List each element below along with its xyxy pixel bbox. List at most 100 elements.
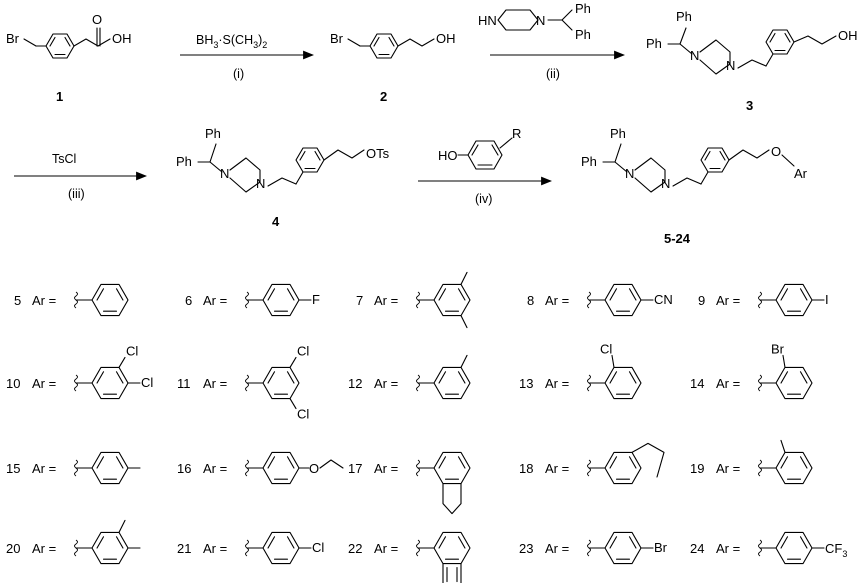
bromine-label-2: Br (330, 31, 344, 46)
ar-equals-label: Ar = (32, 541, 56, 556)
compound-1-number: 1 (56, 89, 63, 104)
entry-number: 5 (14, 293, 21, 308)
reaction-arrow-i: BH3·S(CH3)2 (i) (180, 33, 315, 81)
fluoro-label: F (312, 292, 320, 307)
carbonyl-oxygen-label: O (92, 12, 102, 27)
phenyl-label: Ph (205, 126, 221, 141)
trifluoromethyl-label: CF3 (825, 541, 847, 559)
bromo-label: Br (771, 341, 785, 356)
tosylate-label: OTs (366, 146, 390, 161)
entry-number: 17 (348, 461, 362, 476)
entry-number: 24 (690, 541, 704, 556)
chloro-label: Cl (126, 343, 138, 358)
chloro-label: Cl (141, 375, 153, 390)
nh-label: HN (478, 13, 497, 28)
aryl-entry-24: 24 Ar = CF3 (690, 531, 847, 565)
svg-text:N: N (726, 58, 735, 73)
chloro-label: Cl (297, 407, 309, 422)
ar-equals-label: Ar = (203, 541, 227, 556)
svg-text:N: N (536, 13, 545, 28)
phenyl-label: Ph (575, 1, 591, 16)
entry-number: 13 (519, 376, 533, 391)
entry-number: 12 (348, 376, 362, 391)
r-group-label: R (512, 126, 521, 141)
aryl-entry-13: 13 Ar = Cl (519, 341, 642, 400)
chloro-label: Cl (297, 343, 309, 358)
ar-equals-label: Ar = (545, 461, 569, 476)
phenyl-label: Ph (176, 154, 192, 169)
ar-equals-label: Ar = (545, 376, 569, 391)
ar-equals-label: Ar = (374, 461, 398, 476)
reaction-arrow-iii: TsCl (iii) (14, 152, 148, 201)
compound-1-structure: Br O OH 1 (6, 12, 132, 104)
compound-5-24-number: 5-24 (664, 231, 691, 246)
compound-4-structure: Ph Ph N N OTs 4 (176, 126, 390, 229)
svg-text:N: N (690, 48, 699, 63)
step-iii-label: (iii) (68, 187, 85, 201)
entry-number: 8 (527, 293, 534, 308)
chloro-label: Cl (312, 540, 324, 555)
aryl-entry-12: 12 Ar = (348, 354, 471, 400)
reaction-arrow-iv: HO R (iv) (418, 126, 553, 206)
phenyl-label: Ph (676, 9, 692, 24)
ether-oxygen-label: O (309, 461, 319, 476)
ar-equals-label: Ar = (374, 376, 398, 391)
entry-number: 19 (690, 461, 704, 476)
entry-number: 14 (690, 376, 704, 391)
ar-equals-label: Ar = (32, 293, 56, 308)
svg-text:N: N (625, 166, 634, 181)
aryl-entry-6: 6 Ar = F (185, 283, 320, 317)
aryl-entry-22: 22 Ar = (348, 531, 471, 583)
svg-text:N: N (661, 176, 670, 191)
hydroxyl-label: OH (112, 31, 132, 46)
phenyl-label: Ph (646, 36, 662, 51)
aryl-label: Ar (794, 166, 808, 181)
aryl-entry-8: 8 Ar = CN (527, 283, 673, 317)
ar-equals-label: Ar = (203, 376, 227, 391)
entry-number: 6 (185, 293, 192, 308)
aryl-entry-17: 17 Ar = (348, 451, 471, 515)
entry-number: 15 (6, 461, 20, 476)
entry-number: 7 (356, 293, 363, 308)
compound-3-structure: Ph Ph N N OH 3 (646, 9, 858, 113)
phenyl-label: Ph (581, 154, 597, 169)
entry-number: 9 (698, 293, 705, 308)
ar-equals-label: Ar = (716, 541, 740, 556)
step-i-label: (i) (233, 67, 244, 81)
ar-equals-label: Ar = (32, 461, 56, 476)
hydroxyl-label-2: OH (436, 31, 456, 46)
svg-text:BH3·S(CH3)2: BH3·S(CH3)2 (196, 33, 267, 50)
cyano-label: CN (654, 292, 673, 307)
hydroxyl-label-3: OH (838, 28, 858, 43)
aryl-entry-15: 15 Ar = (6, 451, 141, 485)
ar-equals-label: Ar = (203, 461, 227, 476)
step-ii-label: (ii) (546, 67, 560, 81)
phenol-ho-label: HO (438, 148, 458, 163)
svg-text:N: N (220, 166, 229, 181)
entry-number: 21 (177, 541, 191, 556)
entry-number: 20 (6, 541, 20, 556)
compound-2-number: 2 (380, 89, 387, 104)
ar-equals-label: Ar = (203, 293, 227, 308)
ar-equals-label: Ar = (32, 376, 56, 391)
entry-number: 23 (519, 541, 533, 556)
ar-equals-label: Ar = (545, 541, 569, 556)
chloro-label: Cl (600, 341, 612, 356)
entry-number: 22 (348, 541, 362, 556)
entry-number: 16 (177, 461, 191, 476)
compound-4-number: 4 (272, 214, 280, 229)
aryl-entry-21: 21 Ar = Cl (177, 531, 324, 565)
ar-equals-label: Ar = (374, 541, 398, 556)
reaction-arrow-ii: HN N Ph Ph (ii) (478, 1, 626, 81)
entry-number: 11 (177, 376, 191, 391)
ar-equals-label: Ar = (545, 293, 569, 308)
